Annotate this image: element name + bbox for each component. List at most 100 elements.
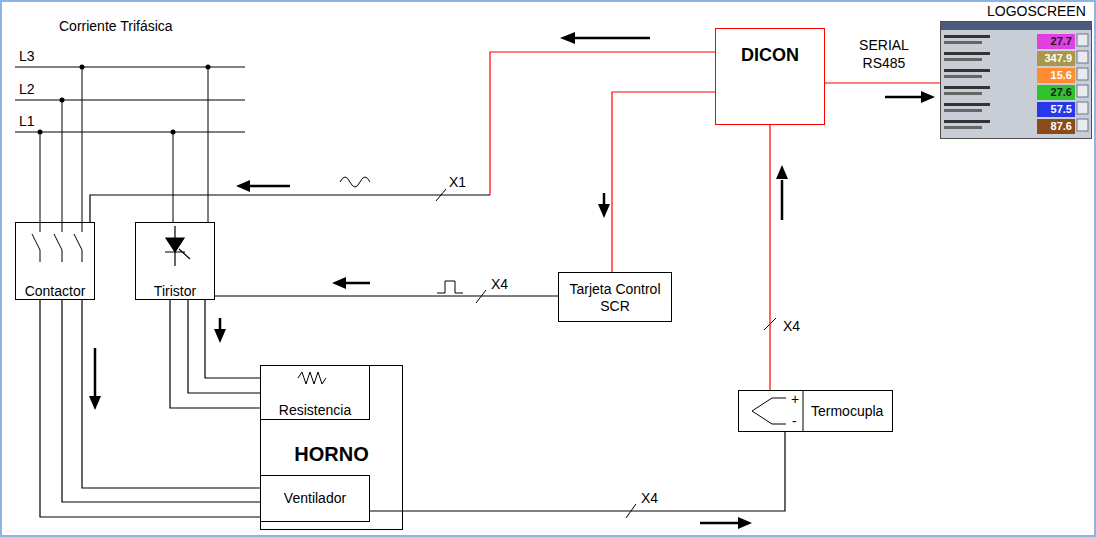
phase-line <box>15 132 245 133</box>
wire-segment <box>490 52 715 195</box>
thermocouple-divider <box>803 390 804 432</box>
heading-label: Corriente Trifásica <box>58 18 174 34</box>
device-name: LOGOSCREEN <box>987 3 1086 20</box>
supply-wire <box>208 67 209 222</box>
reading-value: 27.7 <box>1037 34 1075 49</box>
wire-connector <box>612 92 715 272</box>
switch-symbol <box>74 222 82 262</box>
row-icon <box>1077 85 1088 97</box>
flow-arrow <box>345 282 370 285</box>
row-mark <box>944 75 982 78</box>
row-icon <box>1077 68 1088 80</box>
control-card-box: Tarjeta Control SCR <box>558 272 672 322</box>
flow-arrow <box>885 96 921 99</box>
wire-segment <box>82 300 260 488</box>
flow-arrow <box>575 37 650 40</box>
junction-dot <box>60 98 65 103</box>
polarity-sign: - <box>792 413 797 430</box>
screen-title-bar <box>940 21 1092 30</box>
thermocouple-wire <box>752 411 786 424</box>
thermocouple-symbol <box>752 390 803 432</box>
wire-segment <box>769 125 770 390</box>
arrow-head <box>236 180 250 192</box>
resistor-symbol <box>298 372 326 384</box>
wire-count: X1 <box>448 174 467 190</box>
arrow-head <box>738 517 752 529</box>
row-mark <box>944 52 990 55</box>
row-icon <box>1077 119 1088 131</box>
controller-name: DICON <box>741 45 799 66</box>
reading-value: 15.6 <box>1037 68 1075 83</box>
heater-box: Resistencia <box>260 365 370 420</box>
phase-line <box>15 100 245 101</box>
wire-segment <box>40 300 260 517</box>
supply-wire <box>62 100 63 222</box>
wire-segment <box>205 300 260 378</box>
row-mark <box>944 103 990 106</box>
thyristor-symbol <box>165 226 190 266</box>
reading-value: 87.6 <box>1037 119 1075 134</box>
row-mark <box>944 86 990 89</box>
switch-symbol <box>54 222 62 262</box>
thermocouple-wire <box>752 398 786 411</box>
bus-name: SERIAL RS485 <box>850 36 918 72</box>
wire-connector <box>40 300 260 517</box>
row-icon <box>1077 51 1088 63</box>
oven-name: HORNO <box>294 442 368 466</box>
wire-connector <box>82 300 260 488</box>
flow-arrow <box>250 185 290 188</box>
flow-arrow <box>781 180 784 220</box>
wire-connector <box>62 300 260 502</box>
junction-dot <box>38 130 43 135</box>
junction-dot <box>80 65 85 70</box>
junction-dot <box>171 130 176 135</box>
thyristor-leads <box>165 226 190 266</box>
row-icon <box>1077 34 1088 46</box>
junction-dot <box>206 65 211 70</box>
wire-connector <box>825 83 940 84</box>
switch-symbol <box>32 222 40 262</box>
wire-connector <box>770 125 771 390</box>
thyristor-box: Tiristor <box>135 222 215 300</box>
box-label: Ventilador <box>284 490 346 507</box>
signal-symbols <box>340 177 776 518</box>
arrow-head <box>776 165 788 179</box>
box-label: Resistencia <box>279 402 351 419</box>
wire-connector <box>90 52 715 222</box>
row-icon <box>1077 102 1088 114</box>
screen-rows <box>944 34 1088 131</box>
wire-segment <box>170 300 260 408</box>
flow-arrow <box>94 348 97 396</box>
row-mark <box>944 126 982 129</box>
row-mark <box>944 41 982 44</box>
fan-box: Ventilador <box>260 475 370 522</box>
screen-face <box>940 21 1092 139</box>
arrow-head <box>560 32 575 44</box>
wire-segment <box>62 300 260 502</box>
row-mark <box>944 58 982 61</box>
reading-value: 27.6 <box>1037 85 1075 100</box>
supply-wire <box>82 67 83 222</box>
junction-dots <box>38 65 211 135</box>
row-mark <box>944 120 990 123</box>
reading-value: 347.9 <box>1037 51 1075 66</box>
wire-connector <box>188 300 260 393</box>
row-mark <box>944 109 982 112</box>
oven-box: HORNO ResistenciaVentilador <box>260 365 403 530</box>
screen-picture <box>940 21 1092 139</box>
wire-segment <box>370 432 785 511</box>
arrow-head <box>332 277 346 289</box>
arrow-head <box>89 396 101 410</box>
box-label: Contactor <box>25 283 86 300</box>
arrow-head <box>921 91 935 103</box>
flow-arrow <box>603 193 606 205</box>
reading-value: 57.5 <box>1037 102 1075 117</box>
sine-symbol <box>340 177 370 187</box>
flow-arrow <box>219 318 222 330</box>
box-label: Termocupla <box>811 403 883 420</box>
wire-connector <box>215 296 558 297</box>
wire-segment <box>90 195 490 222</box>
